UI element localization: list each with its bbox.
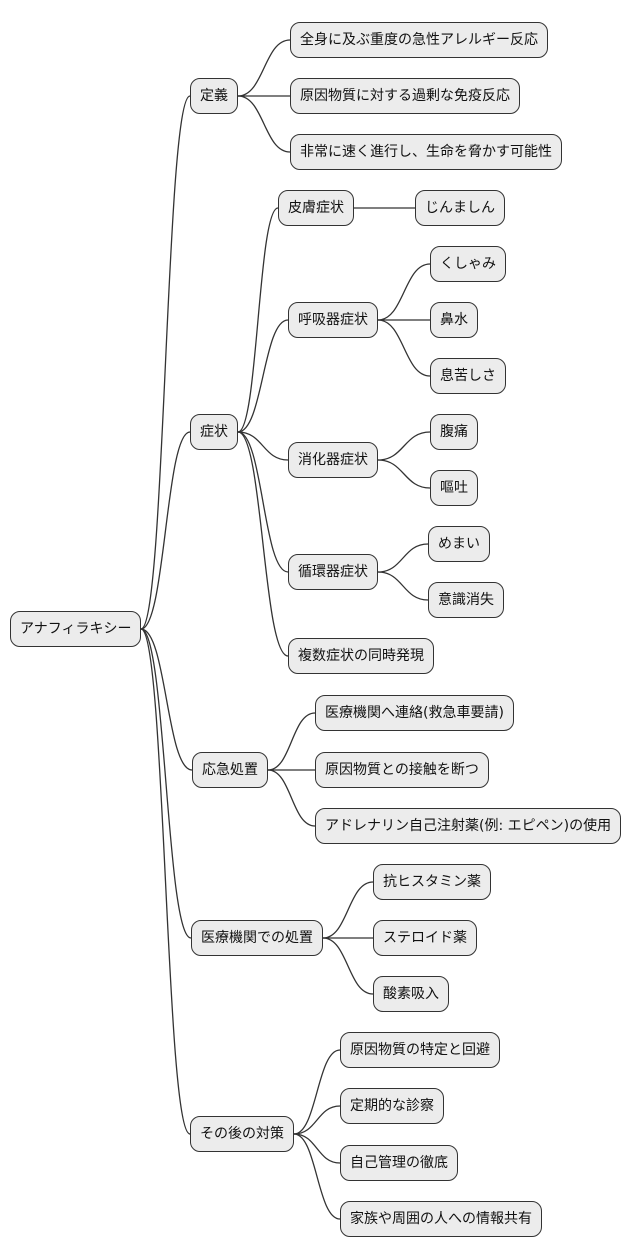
mindmap-node-hanamizu: 鼻水 <box>430 302 478 338</box>
mindmap-edge-shojo-shokaki <box>237 431 289 461</box>
mindmap-edge-root-okyu <box>140 628 193 771</box>
mindmap-edge-okyu-okyu-1 <box>267 712 316 771</box>
mindmap-node-okyu-2: 原因物質との接触を断つ <box>315 752 489 788</box>
mindmap-edge-kokyuki-ikigurushisa <box>377 319 431 377</box>
mindmap-node-jinmashin: じんましん <box>415 190 505 226</box>
mindmap-node-ishiki: 意識消失 <box>428 582 504 618</box>
mindmap-edge-teigi-teigi-3 <box>237 95 291 153</box>
mindmap-node-kokyuki: 呼吸器症状 <box>288 302 378 338</box>
mindmap-node-hifu: 皮膚症状 <box>278 190 354 226</box>
mindmap-node-sonogo-4: 家族や周囲の人への情報共有 <box>340 1201 542 1237</box>
mindmap-node-iryo-3: 酸素吸入 <box>373 976 449 1012</box>
mindmap-edge-shokaki-oto <box>377 459 431 489</box>
mindmap-node-fukusu: 複数症状の同時発現 <box>288 638 434 674</box>
mindmap-edge-junkanki-ishiki <box>377 571 429 601</box>
mindmap-edge-sonogo-sonogo-4 <box>293 1133 341 1220</box>
mindmap-node-shokaki: 消化器症状 <box>288 442 378 478</box>
mindmap-node-okyu-3: アドレナリン自己注射薬(例: エピペン)の使用 <box>315 808 622 844</box>
mindmap-edge-junkanki-memai <box>377 543 429 573</box>
mindmap-node-sonogo-3: 自己管理の徹底 <box>340 1145 458 1181</box>
mindmap-node-okyu-1: 医療機関へ連絡(救急車要請) <box>315 695 514 731</box>
mindmap-node-iryo-2: ステロイド薬 <box>373 920 477 956</box>
mindmap-edge-shojo-kokyuki <box>237 319 289 433</box>
mindmap-edge-okyu-okyu-3 <box>267 769 316 827</box>
mindmap-edge-root-sonogo <box>140 628 191 1135</box>
mindmap-edge-root-shojo <box>140 431 191 630</box>
mindmap-edge-shojo-junkanki <box>237 431 289 573</box>
mindmap-node-okyu: 応急処置 <box>192 752 268 788</box>
mindmap-node-oto: 嘔吐 <box>430 470 478 506</box>
mindmap-node-sonogo-2: 定期的な診察 <box>340 1088 444 1124</box>
mindmap-node-teigi: 定義 <box>190 78 238 114</box>
mindmap-node-iryo: 医療機関での処置 <box>191 920 323 956</box>
mindmap-edge-root-iryo <box>140 628 192 939</box>
mindmap-node-teigi-2: 原因物質に対する過剰な免疫反応 <box>290 78 520 114</box>
mindmap-edge-shojo-fukusu <box>237 431 289 657</box>
mindmap-node-memai: めまい <box>428 526 490 562</box>
mindmap-edge-sonogo-sonogo-3 <box>293 1133 341 1164</box>
mindmap-node-sonogo-1: 原因物質の特定と回避 <box>340 1032 500 1068</box>
mindmap-node-junkanki: 循環器症状 <box>288 554 378 590</box>
mindmap-node-root: アナフィラキシー <box>10 611 142 647</box>
mindmap-edge-iryo-iryo-1 <box>322 881 374 939</box>
mindmap-edge-root-teigi <box>140 95 191 630</box>
mindmap-node-sonogo: その後の対策 <box>190 1116 294 1152</box>
mindmap-edge-kokyuki-kushami <box>377 263 431 321</box>
mindmap-edge-sonogo-sonogo-2 <box>293 1105 341 1135</box>
mindmap-node-iryo-1: 抗ヒスタミン薬 <box>373 864 491 900</box>
mindmap-node-fukutsu: 腹痛 <box>430 414 478 450</box>
mindmap-edge-sonogo-sonogo-1 <box>293 1049 341 1135</box>
mindmap-edge-shokaki-fukutsu <box>377 431 431 461</box>
mindmap-edge-teigi-teigi-1 <box>237 39 291 97</box>
mindmap-edge-iryo-iryo-3 <box>322 937 374 995</box>
mindmap-node-kushami: くしゃみ <box>430 246 506 282</box>
mindmap-node-teigi-3: 非常に速く進行し、生命を脅かす可能性 <box>290 134 562 170</box>
mindmap-edge-shojo-hifu <box>237 207 279 433</box>
mindmap-node-teigi-1: 全身に及ぶ重度の急性アレルギー反応 <box>290 22 548 58</box>
mindmap-node-ikigurushisa: 息苦しさ <box>430 358 506 394</box>
mindmap-node-shojo: 症状 <box>190 414 238 450</box>
